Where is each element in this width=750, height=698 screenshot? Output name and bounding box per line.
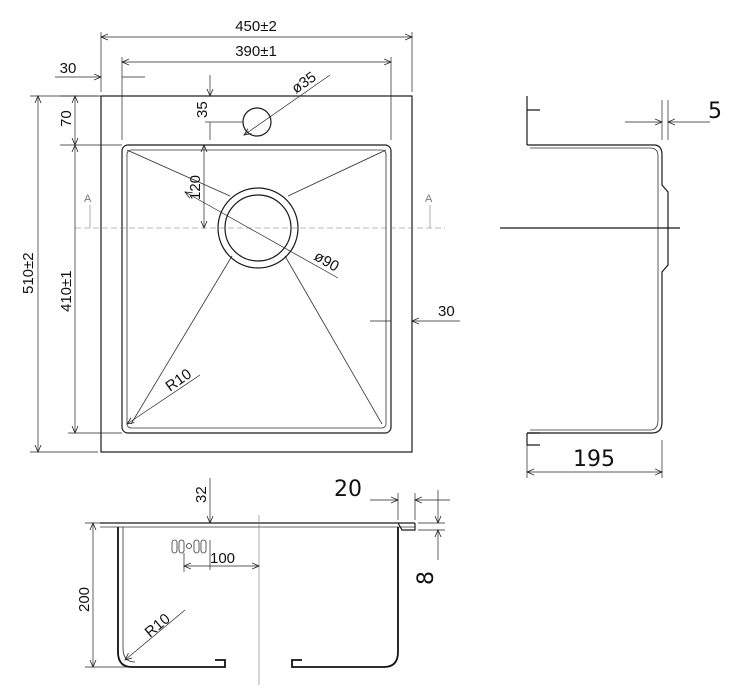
tap-offset-label: 35	[194, 101, 211, 118]
section-mark-right: A	[425, 193, 433, 205]
dim-overall-depth: 510±2	[20, 96, 98, 452]
dim-flange-height: 8	[414, 490, 445, 585]
overflow-height-label: 32	[193, 486, 210, 503]
bowl-height-label: 195	[573, 447, 615, 472]
overall-height-label: 200	[76, 587, 93, 612]
dim-section-corner-radius: R10	[125, 609, 186, 660]
bowl-inner-outline	[126, 149, 387, 429]
dim-tap-offset: 35	[194, 75, 243, 140]
section-bowl-right	[291, 527, 399, 668]
tap-hole-circle	[242, 107, 272, 137]
dim-bowl-width: 390±1	[122, 43, 391, 140]
dim-left-margin: 30	[55, 60, 145, 77]
flange-width-label: 20	[334, 477, 362, 502]
bowl-slope-lines	[126, 149, 387, 425]
dim-bowl-height: 195	[527, 440, 662, 478]
tap-hole-label: ø35	[289, 69, 320, 98]
dim-overflow-height: 32	[193, 478, 210, 570]
dim-right-margin: 30	[370, 303, 460, 321]
dim-tap-hole: ø35	[244, 69, 331, 135]
dim-flange-width: 20	[334, 477, 450, 520]
sink-outer-outline	[100, 95, 413, 453]
dim-drain-hole: ø90	[185, 192, 342, 279]
section-corner-radius-label: R10	[142, 610, 174, 641]
side-flange-bottom	[526, 432, 540, 446]
flange-thickness-label: 5	[708, 99, 722, 124]
dim-overall-width: 450±2	[101, 18, 412, 92]
side-bowl-inner	[530, 147, 659, 431]
dim-overall-height: 200	[76, 523, 130, 667]
dim-overflow-offset: 100	[184, 550, 259, 572]
corner-radius-label: R10	[163, 366, 195, 396]
overflow-offset-label: 100	[210, 550, 235, 567]
drain-outer-circle	[217, 187, 299, 269]
left-margin-label: 30	[60, 60, 77, 77]
side-bowl-outline	[527, 144, 669, 434]
bowl-outline	[121, 144, 392, 434]
top-view: A A 450±2 390±1 30 35	[20, 18, 460, 452]
top-margin-label: 70	[58, 110, 75, 127]
section-bowl-left-inner	[122, 527, 136, 663]
dim-bowl-depth: 410±1	[58, 145, 122, 433]
section-mark-left: A	[84, 193, 92, 205]
side-flange-top	[526, 96, 540, 145]
dim-flange-thickness: 5	[625, 99, 722, 140]
right-margin-label: 30	[438, 303, 455, 320]
bowl-depth-label: 410±1	[58, 270, 75, 312]
section-bowl-left	[117, 527, 226, 668]
dim-drain-offset: 120	[187, 145, 204, 228]
overall-width-label: 450±2	[235, 18, 277, 35]
bowl-width-label: 390±1	[235, 43, 277, 60]
section-flange-detail	[397, 522, 416, 531]
overflow-holes	[171, 539, 207, 554]
side-view: 5 195	[500, 96, 722, 478]
drain-offset-label: 120	[187, 175, 204, 200]
dim-corner-radius: R10	[127, 366, 201, 424]
section-view: 32 100 200 R10 20	[76, 477, 450, 685]
flange-height-label: 8	[414, 571, 439, 585]
drain-hole-label: ø90	[311, 248, 342, 276]
overall-depth-label: 510±2	[20, 252, 37, 294]
dim-top-margin: 70	[58, 96, 122, 145]
